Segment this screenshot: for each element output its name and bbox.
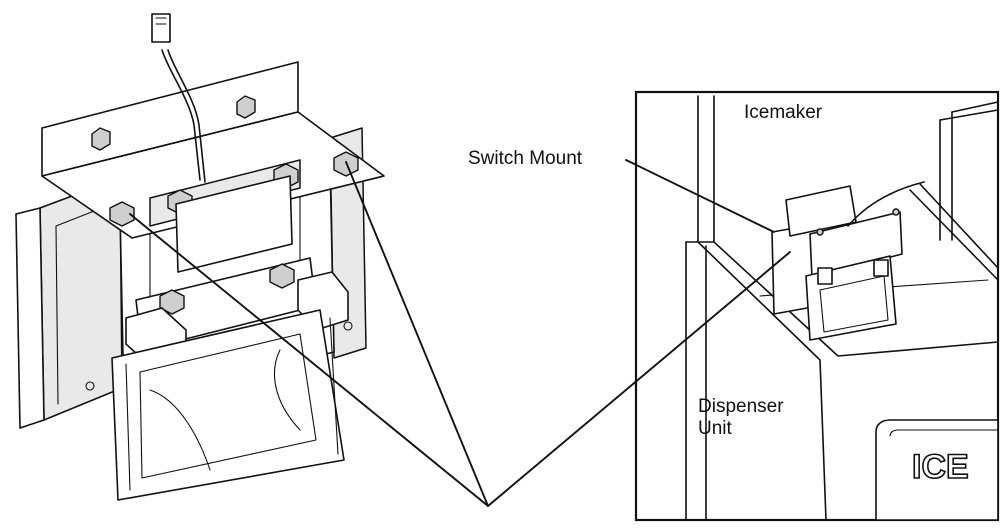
inset-view: ICE — [634, 90, 1000, 522]
leader-lines — [129, 159, 791, 507]
leader-bolt-left — [129, 213, 489, 507]
housing-box — [15, 177, 123, 429]
upper-channel — [175, 175, 293, 273]
switch-assembly — [15, 13, 385, 501]
label-icemaker: Icemaker — [744, 102, 823, 123]
pipe-frame — [909, 101, 999, 281]
hex-nut — [236, 95, 256, 119]
ice-panel: ICE — [875, 419, 999, 521]
label-dispenser-unit-line1: Dispenser — [698, 396, 784, 417]
connector-icon — [151, 13, 171, 43]
panel-text: ICE — [912, 448, 969, 486]
leader-inset — [487, 251, 791, 507]
hex-nut — [91, 127, 111, 151]
label-dispenser-unit-line2: Unit — [698, 418, 732, 439]
flange-hole — [343, 321, 353, 331]
label-switch-mount: Switch Mount — [468, 148, 583, 169]
icemaker-wall — [697, 95, 715, 243]
leader-bolt-center — [345, 161, 489, 507]
mounted-switch — [771, 181, 925, 341]
leader-switch-mount — [625, 159, 775, 233]
actuator-bucket — [111, 309, 345, 501]
wire-harness — [151, 13, 206, 183]
